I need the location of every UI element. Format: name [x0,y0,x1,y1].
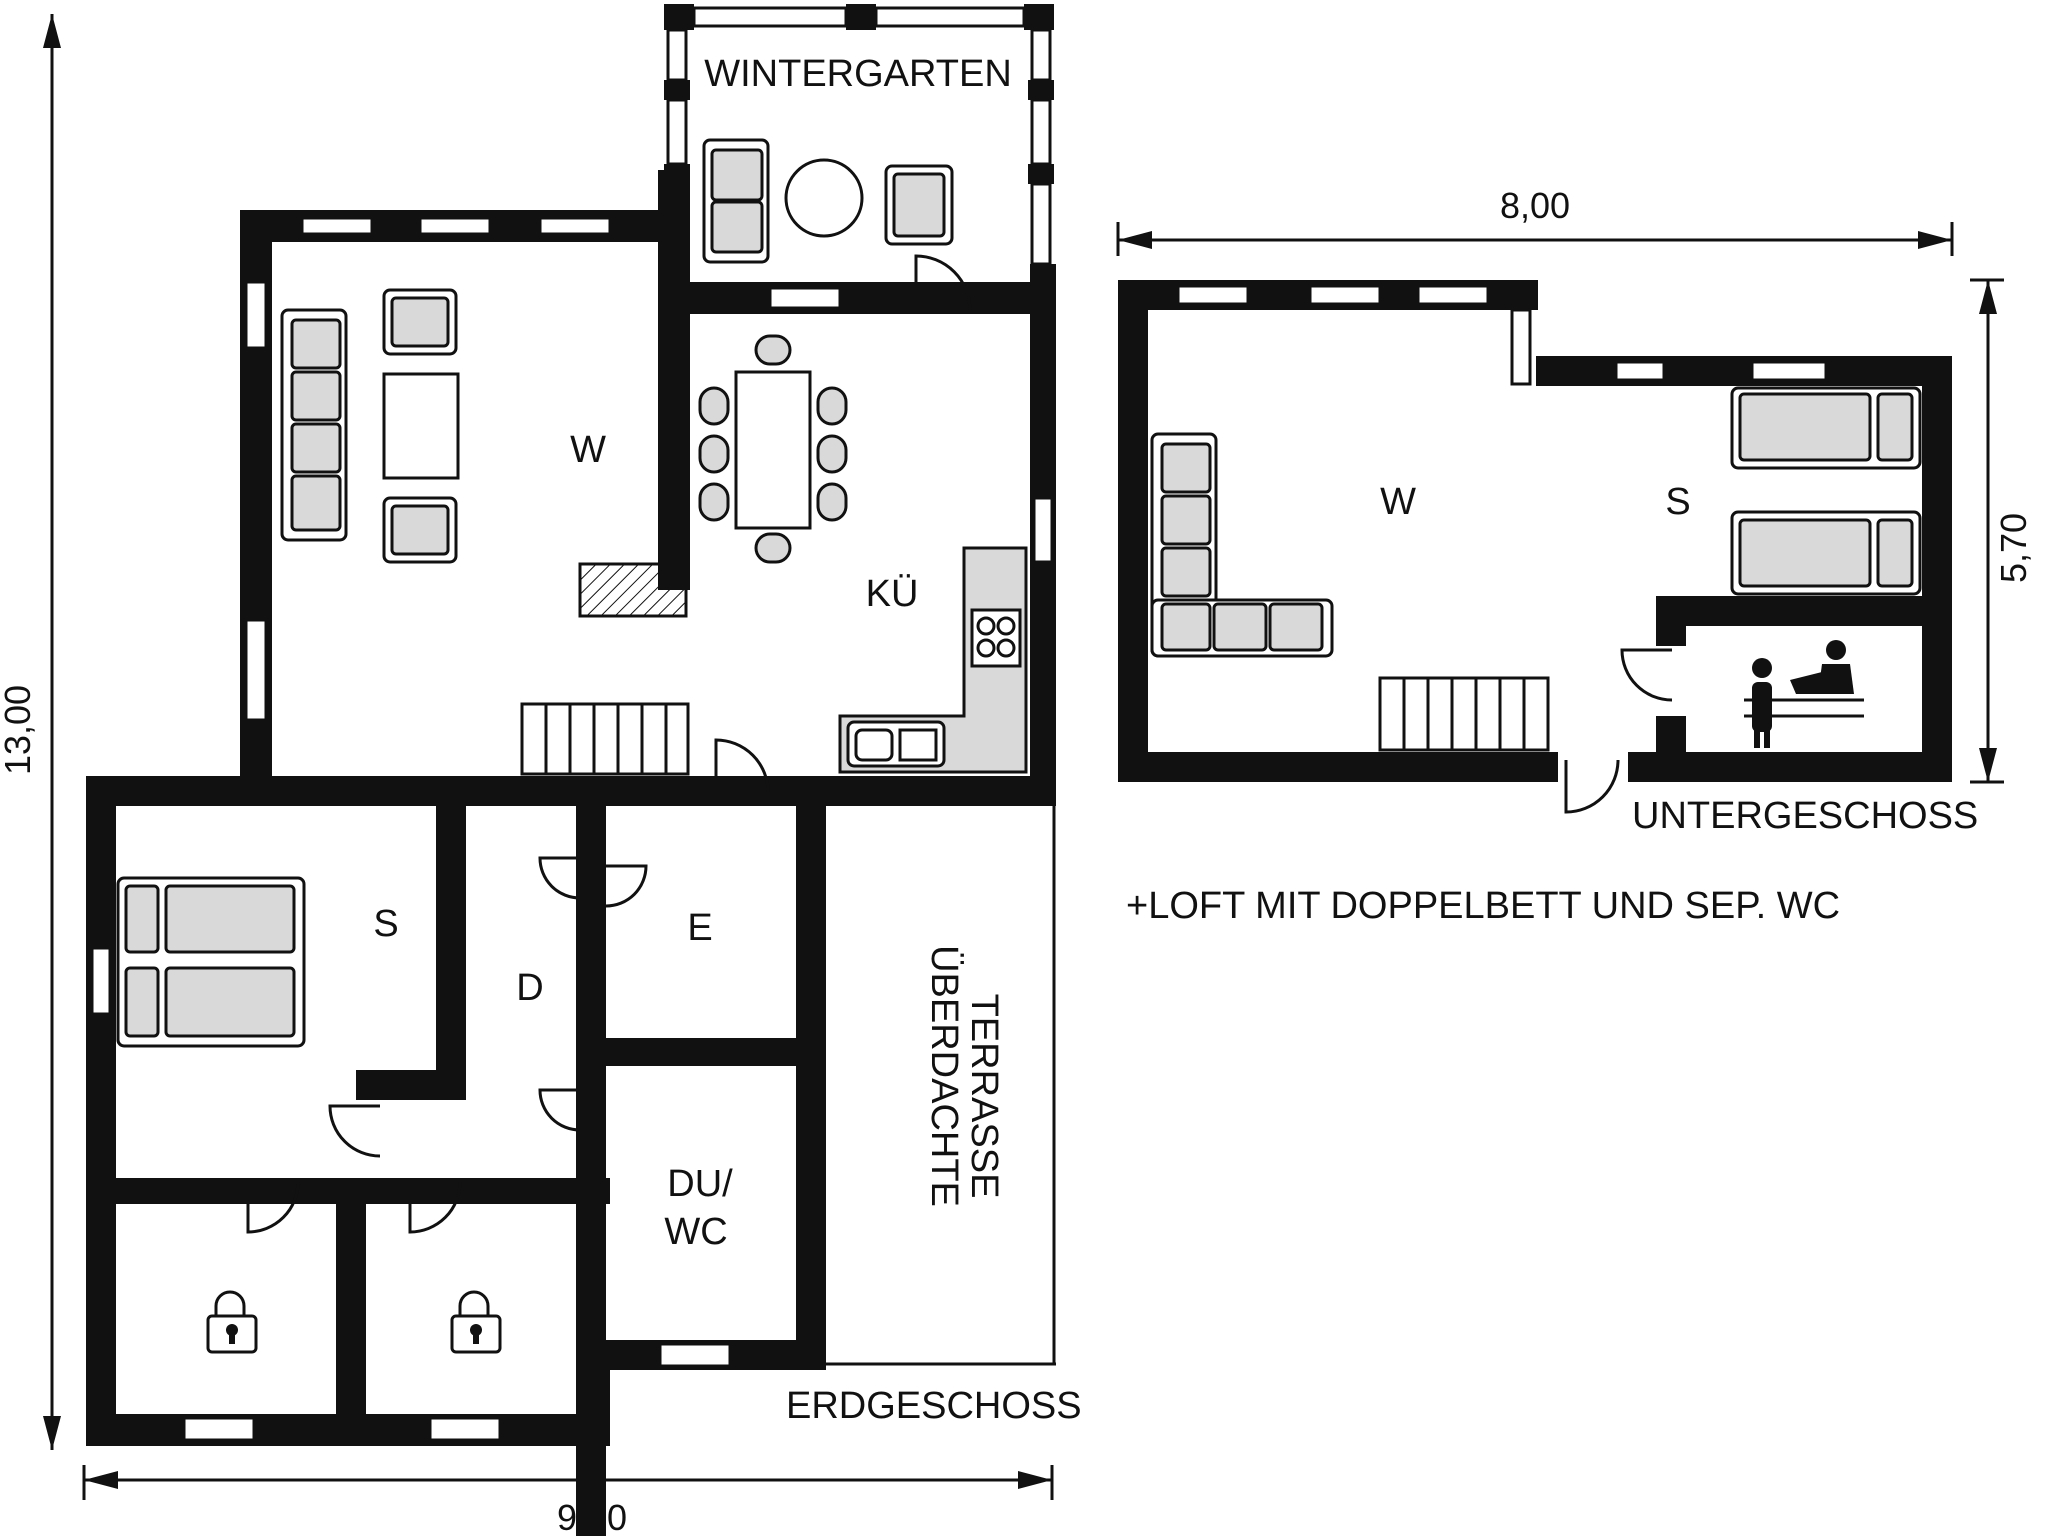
living-furniture [280,288,688,618]
wintergarten-walls [664,4,1054,266]
dimension-basement-width: 8,00 [1116,185,1954,256]
dimension-ground-height: 13,00 [0,14,61,1450]
dimension-basement-height: 5,70 [1970,278,2034,784]
basement-furniture [1150,386,1922,752]
room-label-terrace: ÜBERDACHTE [923,945,965,1207]
doors-basement [1564,648,1673,814]
sauna-icon [1744,640,1864,748]
doors-ground [246,254,972,1234]
lock-icon [206,1290,258,1354]
basement-height-label: 5,70 [1993,513,2034,583]
loft-note: +LOFT MIT DOPPELBETT UND SEP. WC [1126,885,1840,927]
room-label-bedroom-basement: S [1665,481,1690,523]
room-label-entrance: E [687,907,712,949]
dimension-ground-width: 9,50 [82,1465,1054,1536]
room-label-bedroom: S [373,903,398,945]
room-label-wintergarten: WINTERGARTEN [704,53,1012,95]
ground-floor: 13,00 9,50 [0,4,1082,1536]
lower-walls [86,776,1056,1536]
wintergarten-furniture [702,138,954,264]
room-label-living: W [570,429,606,471]
room-label-kitchen: KÜ [866,573,919,615]
room-label-living-basement: W [1380,481,1416,523]
room-label-bathroom: DU/ [667,1163,733,1205]
basement-walls [1118,280,1952,782]
ground-height-label: 13,00 [0,685,38,775]
floor-label-basement: UNTERGESCHOSS [1632,795,1978,837]
bedroom-furniture [116,876,306,1048]
room-label-hallway: D [516,967,543,1009]
basement-floor: 8,00 5,70 [1116,185,2034,837]
floor-label-ground: ERDGESCHOSS [786,1385,1082,1427]
kitchen-furniture [520,334,1028,776]
basement-width-label: 8,00 [1500,185,1570,226]
living-walls [240,170,1056,804]
room-label-bathroom-2: WC [664,1211,727,1253]
lock-icon [450,1290,502,1354]
room-label-terrace-2: TERRASSE [963,994,1005,1199]
